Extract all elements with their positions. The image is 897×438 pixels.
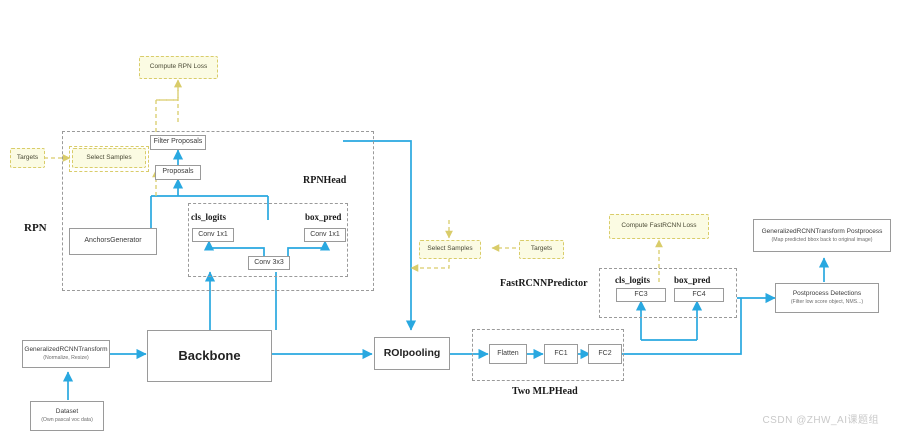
node-conv1x1-box[interactable]: Conv 1x1 — [304, 228, 346, 242]
label-cls-logits-rpn: cls_logits — [191, 212, 226, 222]
transform-title: GeneralizedRCNNTransform — [24, 346, 108, 354]
group-rpn — [62, 131, 374, 291]
group-two-mlphead — [472, 329, 624, 381]
node-fc1[interactable]: FC1 — [544, 344, 578, 364]
caption-fastrcnn-predictor: FastRCNNPredictor — [500, 278, 588, 289]
postprocess-detections-subtitle: (Filter low score object, NMS...) — [790, 299, 864, 306]
label-box-pred-fastrcnn: box_pred — [674, 275, 711, 285]
node-fc4[interactable]: FC4 — [674, 288, 724, 302]
node-select-samples-fastrcnn[interactable]: Select Samples — [419, 240, 481, 259]
transform-subtitle: (Normalize, Resize) — [43, 355, 89, 362]
node-select-samples-rpn[interactable]: Select Samples — [72, 148, 146, 168]
node-filter-proposals[interactable]: Filter Proposals — [150, 135, 206, 150]
node-fc2[interactable]: FC2 — [588, 344, 622, 364]
node-roipooling[interactable]: ROIpooling — [374, 337, 450, 370]
caption-rpnhead: RPNHead — [303, 175, 347, 186]
transform-postprocess-subtitle: (Map predicted bbox back to original ima… — [771, 236, 873, 243]
group-fastrcnn-predictor — [599, 268, 737, 318]
caption-rpn: RPN — [24, 222, 47, 234]
label-box-pred-rpn: box_pred — [305, 212, 342, 222]
node-generalized-rcnn-transform[interactable]: GeneralizedRCNNTransform (Normalize, Res… — [22, 340, 110, 368]
node-compute-rpn-loss[interactable]: Compute RPN Loss — [139, 56, 218, 79]
postprocess-detections-title: Postprocess Detections — [792, 290, 862, 298]
dataset-subtitle: (Own pascal voc data) — [41, 417, 93, 424]
node-postprocess-detections[interactable]: Postprocess Detections (Filter low score… — [775, 283, 879, 313]
watermark: CSDN @ZHW_AI课题组 — [762, 415, 879, 426]
label-cls-logits-fastrcnn: cls_logits — [615, 275, 650, 285]
node-anchors-generator[interactable]: AnchorsGenerator — [69, 228, 157, 255]
node-flatten[interactable]: Flatten — [489, 344, 527, 364]
node-backbone[interactable]: Backbone — [147, 330, 272, 382]
group-rpnhead — [188, 203, 348, 277]
node-dataset[interactable]: Dataset (Own pascal voc data) — [30, 401, 104, 431]
group-rpn-sampling — [69, 146, 149, 172]
node-conv1x1-cls[interactable]: Conv 1x1 — [192, 228, 234, 242]
transform-postprocess-title: GeneralizedRCNNTransform Postprocess — [761, 227, 883, 235]
node-targets-rpn[interactable]: Targets — [10, 148, 45, 168]
node-transform-postprocess[interactable]: GeneralizedRCNNTransform Postprocess (Ma… — [753, 219, 891, 252]
node-conv3x3[interactable]: Conv 3x3 — [248, 256, 290, 270]
node-targets-fastrcnn[interactable]: Targets — [519, 240, 564, 259]
node-fc3[interactable]: FC3 — [616, 288, 666, 302]
node-compute-fastrcnn-loss[interactable]: Compute FastRCNN Loss — [609, 214, 709, 239]
dataset-title: Dataset — [55, 408, 79, 416]
caption-two-mlphead: Two MLPHead — [512, 386, 578, 397]
node-proposals[interactable]: Proposals — [155, 165, 201, 180]
